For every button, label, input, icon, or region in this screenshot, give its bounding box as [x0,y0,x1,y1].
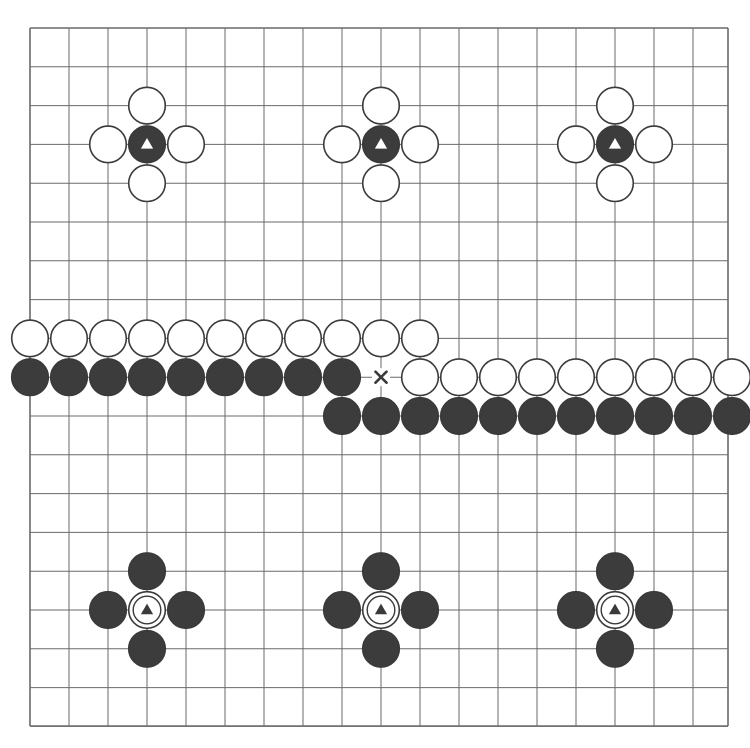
triangle-marker [140,138,154,149]
white-stone [595,164,635,203]
triangle-marker [140,603,154,615]
white-stone [322,125,362,164]
black-stone [166,590,206,630]
triangle-marker [374,603,388,615]
triangle-marker [608,138,622,149]
white-stone [283,319,323,358]
white-stone [361,164,401,203]
stone-inner-ring [132,595,162,625]
black-stone [361,396,401,436]
white-stone [244,319,284,358]
black-stone [127,629,167,668]
black-stone [361,552,401,591]
white-stone [205,319,245,358]
black-stone [400,396,440,436]
black-stone [127,552,167,591]
white-stone [439,358,479,397]
black-stone [322,590,362,630]
white-stone [556,358,596,397]
stone-inner-ring [600,595,630,625]
black-stone [322,396,362,436]
black-stone [88,358,128,397]
black-stone [439,396,479,436]
black-stone [556,396,596,436]
black-stone [634,590,674,630]
black-stone [244,358,284,397]
black-stone [88,590,128,630]
white-stone [595,358,635,397]
white-stone [361,319,401,358]
white-stone [127,319,167,358]
black-stone [634,396,674,436]
white-stone [361,86,401,125]
black-stone [127,358,167,397]
black-stone [322,358,362,397]
white-stone [49,319,89,358]
stones [10,86,750,668]
white-stone [400,358,440,397]
white-stone [634,358,674,397]
black-stone [556,590,596,630]
white-stone [127,86,167,125]
white-stone [634,125,674,164]
black-stone [712,396,750,436]
black-stone [283,358,323,397]
black-stone [595,396,635,436]
black-stone [517,396,557,436]
white-stone [166,125,206,164]
black-stone [49,358,89,397]
white-stone [478,358,518,397]
stone-inner-ring [366,595,396,625]
white-stone [712,358,750,397]
white-stone [88,125,128,164]
white-stone [556,125,596,164]
point-markers [372,368,390,387]
black-stone [400,590,440,630]
white-stone [88,319,128,358]
triangle-marker [608,603,622,615]
black-stone [10,358,50,397]
white-stone [400,125,440,164]
triangle-marker [374,138,388,149]
white-stone [673,358,713,397]
black-stone [673,396,713,436]
white-stone [400,319,440,358]
black-stone [478,396,518,436]
white-stone [166,319,206,358]
white-stone [322,319,362,358]
white-stone [127,164,167,203]
cross-marker [374,370,388,385]
white-stone [595,86,635,125]
white-stone [10,319,50,358]
white-stone [517,358,557,397]
black-stone [166,358,206,397]
black-stone [595,552,635,591]
black-stone [595,629,635,668]
black-stone [361,629,401,668]
black-stone [205,358,245,397]
